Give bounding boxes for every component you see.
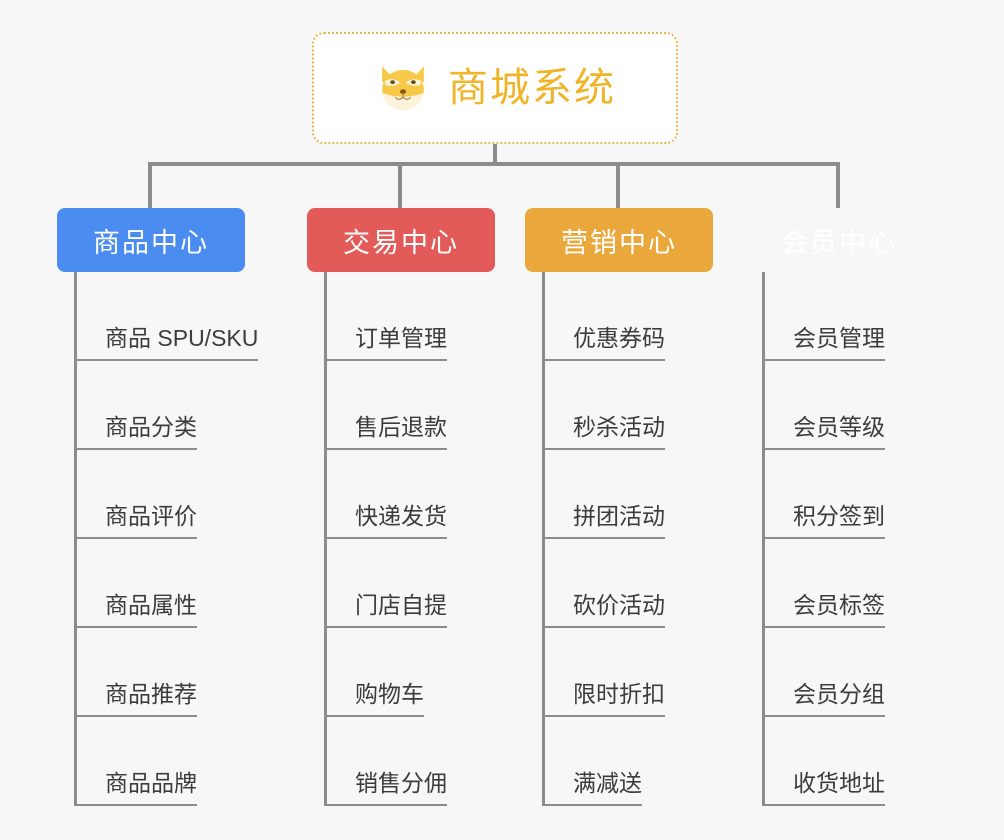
leaf-label: 积分签到 <box>793 502 885 539</box>
branch-column-4: 会员中心 会员管理 会员等级 积分签到 会员标签 会员分组 收货地址 <box>745 208 975 806</box>
list-item[interactable]: 会员管理 <box>762 272 975 361</box>
branch-column-2: 交易中心 订单管理 售后退款 快递发货 门店自提 购物车 销售分佣 <box>307 208 537 806</box>
connector-drop-1 <box>148 162 152 208</box>
leaf-label: 商品属性 <box>105 591 197 628</box>
list-item[interactable]: 会员标签 <box>762 539 975 628</box>
list-item[interactable]: 订单管理 <box>324 272 537 361</box>
branch-header-2[interactable]: 交易中心 <box>307 208 495 272</box>
branch-items-1: 商品 SPU/SKU 商品分类 商品评价 商品属性 商品推荐 商品品牌 <box>74 272 317 806</box>
leaf-label: 秒杀活动 <box>573 413 665 450</box>
branch-spine-3 <box>542 272 545 806</box>
list-item[interactable]: 会员分组 <box>762 628 975 717</box>
list-item[interactable]: 限时折扣 <box>542 628 755 717</box>
branch-header-3[interactable]: 营销中心 <box>525 208 713 272</box>
leaf-label: 会员等级 <box>793 413 885 450</box>
list-item[interactable]: 商品推荐 <box>74 628 317 717</box>
list-item[interactable]: 砍价活动 <box>542 539 755 628</box>
leaf-label: 快递发货 <box>355 502 447 539</box>
leaf-label: 商品 SPU/SKU <box>105 324 259 361</box>
list-item[interactable]: 门店自提 <box>324 539 537 628</box>
branch-header-1[interactable]: 商品中心 <box>57 208 245 272</box>
list-item[interactable]: 商品品牌 <box>74 717 317 806</box>
branch-spine-4 <box>762 272 765 806</box>
leaf-label: 商品推荐 <box>105 680 197 717</box>
root-node[interactable]: 商城系统 <box>312 32 678 144</box>
leaf-label: 会员分组 <box>793 680 885 717</box>
root-title: 商城系统 <box>448 66 616 110</box>
branch-label-1: 商品中心 <box>93 227 209 258</box>
leaf-label: 拼团活动 <box>573 502 665 539</box>
branch-items-2: 订单管理 售后退款 快递发货 门店自提 购物车 销售分佣 <box>324 272 537 806</box>
connector-root-stem <box>493 144 497 164</box>
shiba-dog-icon <box>382 66 424 110</box>
connector-drop-4 <box>836 162 840 208</box>
branch-spine-1 <box>74 272 77 806</box>
leaf-label: 限时折扣 <box>573 680 665 717</box>
leaf-label: 订单管理 <box>355 324 447 361</box>
leaf-label: 售后退款 <box>355 413 447 450</box>
leaf-label: 门店自提 <box>355 591 447 628</box>
branch-header-4[interactable]: 会员中心 <box>745 208 933 272</box>
branch-column-1: 商品中心 商品 SPU/SKU 商品分类 商品评价 商品属性 商品推荐 商品品牌 <box>57 208 317 806</box>
list-item[interactable]: 拼团活动 <box>542 450 755 539</box>
leaf-label: 会员标签 <box>793 591 885 628</box>
branch-column-3: 营销中心 优惠券码 秒杀活动 拼团活动 砍价活动 限时折扣 满减送 <box>525 208 755 806</box>
list-item[interactable]: 快递发货 <box>324 450 537 539</box>
branch-label-4: 会员中心 <box>781 227 897 258</box>
list-item[interactable]: 秒杀活动 <box>542 361 755 450</box>
leaf-label: 会员管理 <box>793 324 885 361</box>
list-item[interactable]: 商品分类 <box>74 361 317 450</box>
branch-label-3: 营销中心 <box>561 227 677 258</box>
list-item[interactable]: 商品 SPU/SKU <box>74 272 317 361</box>
leaf-label: 满减送 <box>573 769 642 806</box>
list-item[interactable]: 商品评价 <box>74 450 317 539</box>
branch-label-2: 交易中心 <box>343 227 459 258</box>
list-item[interactable]: 购物车 <box>324 628 537 717</box>
branch-items-3: 优惠券码 秒杀活动 拼团活动 砍价活动 限时折扣 满减送 <box>542 272 755 806</box>
leaf-label: 商品评价 <box>105 502 197 539</box>
list-item[interactable]: 销售分佣 <box>324 717 537 806</box>
list-item[interactable]: 会员等级 <box>762 361 975 450</box>
connector-horizontal-bar <box>148 162 838 166</box>
leaf-label: 砍价活动 <box>573 591 665 628</box>
leaf-label: 商品分类 <box>105 413 197 450</box>
leaf-label: 销售分佣 <box>355 769 447 806</box>
leaf-label: 购物车 <box>355 680 424 717</box>
connector-drop-2 <box>398 162 402 208</box>
list-item[interactable]: 商品属性 <box>74 539 317 628</box>
list-item[interactable]: 满减送 <box>542 717 755 806</box>
leaf-label: 优惠券码 <box>573 324 665 361</box>
leaf-label: 收货地址 <box>793 769 885 806</box>
branch-items-4: 会员管理 会员等级 积分签到 会员标签 会员分组 收货地址 <box>762 272 975 806</box>
list-item[interactable]: 收货地址 <box>762 717 975 806</box>
list-item[interactable]: 优惠券码 <box>542 272 755 361</box>
connector-drop-3 <box>616 162 620 208</box>
branch-spine-2 <box>324 272 327 806</box>
list-item[interactable]: 售后退款 <box>324 361 537 450</box>
leaf-label: 商品品牌 <box>105 769 197 806</box>
list-item[interactable]: 积分签到 <box>762 450 975 539</box>
